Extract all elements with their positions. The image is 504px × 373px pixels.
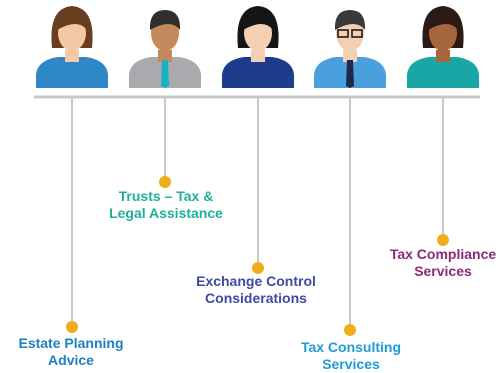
label-line: Estate Planning [18, 335, 124, 351]
label-tax-consulting: Tax Consulting Services [280, 339, 422, 373]
label-line: Considerations [205, 290, 307, 306]
avatar-person-5 [407, 6, 479, 88]
glasses-right-lens [351, 29, 363, 38]
tie-shape [346, 60, 354, 88]
neck-shape [65, 50, 79, 62]
glasses-left-lens [337, 29, 349, 38]
connector-lines [66, 98, 449, 336]
hair-top-shape [242, 10, 274, 30]
neck-shape [158, 50, 172, 62]
label-estate-planning: Estate Planning Advice [0, 335, 142, 369]
shirt-shape [36, 57, 108, 88]
shirt-shape [222, 57, 294, 88]
avatar-person-1 [36, 6, 108, 88]
people-row [36, 6, 479, 88]
label-trusts-legal: Trusts – Tax & Legal Assistance [95, 188, 237, 222]
avatar-person-3 [222, 6, 294, 88]
hair-top-shape [334, 10, 366, 30]
label-tax-compliance: Tax Compliance Services [372, 246, 504, 280]
label-line: Tax Compliance [389, 246, 497, 262]
label-line: Exchange Control [196, 273, 316, 289]
shirt-shape [407, 57, 479, 88]
label-exchange-control: Exchange Control Considerations [184, 273, 328, 307]
label-line: Legal Assistance [109, 205, 223, 221]
hair-top-shape [427, 10, 459, 30]
hair-top-shape [149, 10, 181, 30]
label-line: Services [414, 263, 472, 279]
connector-dot [252, 262, 264, 274]
avatar-person-4 [314, 10, 386, 88]
neck-shape [343, 50, 357, 62]
label-line: Advice [48, 352, 94, 368]
neck-shape [436, 50, 450, 62]
connector-dot [344, 324, 356, 336]
connector-dot [66, 321, 78, 333]
connector-dot [437, 234, 449, 246]
tie-shape [161, 60, 169, 88]
avatar-person-2 [129, 10, 201, 88]
connector-dot [159, 176, 171, 188]
neck-shape [251, 50, 265, 62]
label-line: Services [322, 356, 380, 372]
label-line: Tax Consulting [300, 339, 402, 355]
label-line: Trusts – Tax & [118, 188, 214, 204]
hair-top-shape [56, 10, 88, 30]
